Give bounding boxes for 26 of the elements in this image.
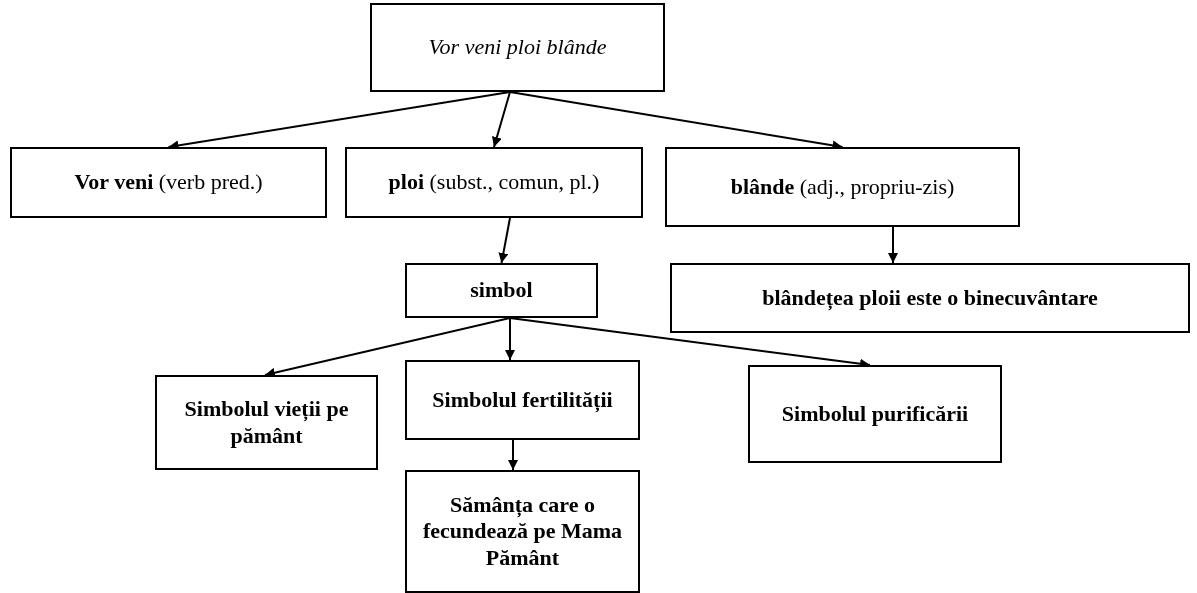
text-box xyxy=(670,263,1190,333)
text-box xyxy=(405,470,640,593)
arrow xyxy=(492,91,511,148)
node-text: ploi (subst., comun, pl.) xyxy=(388,169,600,196)
node-text: Simbolul vieții pe pământ xyxy=(183,396,350,449)
node-text: Vor veni (verb pred.) xyxy=(74,169,263,196)
node-text: blânde (adj., propriu-zis) xyxy=(730,173,955,201)
text-box xyxy=(405,263,598,318)
text-box xyxy=(370,3,665,92)
arrow xyxy=(498,217,511,264)
text-box xyxy=(155,375,378,470)
arrow xyxy=(508,439,518,471)
text-box xyxy=(748,365,1002,463)
node-text: Simbolul fertilității xyxy=(432,386,613,414)
arrow xyxy=(888,226,898,264)
node-text: Simbolul purificării xyxy=(781,400,969,428)
text-box xyxy=(405,360,640,440)
text-box xyxy=(345,147,643,218)
text-box xyxy=(10,147,327,218)
arrow xyxy=(505,317,515,361)
node-text: blândețea ploii este o binecuvântare xyxy=(762,284,1098,312)
node-text: Sămânța care o fecundează pe Mama Pământ xyxy=(421,491,624,572)
text-box xyxy=(665,147,1020,227)
arrow xyxy=(264,317,511,378)
node-text: Vor veni ploi blânde xyxy=(428,34,607,61)
node-text: simbol xyxy=(470,277,533,304)
